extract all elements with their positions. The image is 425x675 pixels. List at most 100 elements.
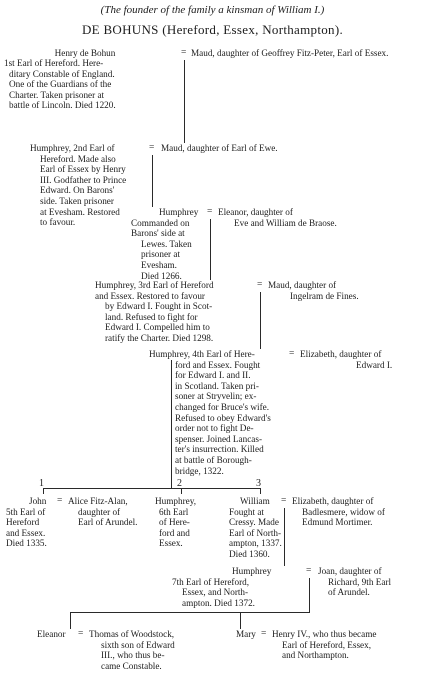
text-line: ter's insurrection. Killed xyxy=(175,444,264,455)
mary-entry: Mary xyxy=(236,629,256,639)
text-line: Lewes. Taken xyxy=(141,238,192,249)
marriage-sign: = xyxy=(289,349,295,359)
text-line: ford and xyxy=(159,527,190,538)
text-line: Humphrey, 2nd Earl of xyxy=(30,143,115,153)
descent-line xyxy=(260,292,261,349)
text-line: Commanded on xyxy=(131,217,190,228)
text-line: Hereford. Made also xyxy=(40,153,116,164)
text-line: Hereford xyxy=(6,517,40,528)
text-line: Evesham. xyxy=(141,259,177,270)
text-line: Charter. Taken prisoner at xyxy=(9,89,105,100)
john-5th-earl-entry: John 5th Earl of Hereford and Essex. Die… xyxy=(6,496,47,549)
page-title: DE BOHUNS (Hereford, Essex, Northampton)… xyxy=(81,22,344,37)
descent-line xyxy=(152,155,153,207)
text-line: Henry IV., who thus became xyxy=(272,629,377,639)
text-line: Humphrey, 4th Earl of Here- xyxy=(149,349,255,359)
text-line: Maud, daughter of xyxy=(268,280,337,290)
henry-de-bohun-entry: Henry de Bohun xyxy=(0,48,170,59)
text-line: at Evesham. Restored xyxy=(40,206,120,217)
text-line: 1st Earl of Hereford. Here- xyxy=(4,58,104,68)
text-line: ford and Essex. Fought xyxy=(175,359,261,370)
text-line: at battle of Borough- xyxy=(175,454,252,465)
text-line: Essex. xyxy=(159,538,183,549)
maud-de-fines-entry: Maud, daughter of Ingelram de Fines. xyxy=(268,280,359,301)
text-line: Died 1266. xyxy=(141,270,182,281)
text-line: Fought at xyxy=(229,506,264,517)
text-line: Barons' side at xyxy=(131,228,185,239)
text-line: Thomas of Woodstock, xyxy=(89,629,175,639)
text-line: 6th Earl xyxy=(159,506,189,517)
text-line: 5th Earl of xyxy=(6,506,46,517)
text-line: Humphrey, 3rd Earl of Hereford xyxy=(95,280,214,290)
text-line: Badlesmere, widow of xyxy=(302,506,385,517)
child-number: 3 xyxy=(256,478,261,489)
eleanor-de-braose-entry: Eleanor, daughter of Eve and William de … xyxy=(218,207,337,228)
text-line: for Edward I. and II. xyxy=(175,370,251,381)
child-number: 2 xyxy=(177,478,182,489)
marriage-sign: = xyxy=(306,566,312,576)
children-bar xyxy=(43,488,260,489)
text-line: Elizabeth, daughter of xyxy=(292,496,374,506)
text-line: changed for Bruce's wife. xyxy=(175,401,270,412)
text-line: Earl of Arundel. xyxy=(78,517,138,528)
text-line: Earl of North- xyxy=(229,527,282,538)
text-line: by Edward I. Fought in Scot- xyxy=(105,301,213,312)
marriage-sign: = xyxy=(261,629,267,639)
text-line: Edward I. xyxy=(356,359,393,370)
text-line: ampton. Died 1372. xyxy=(182,597,255,608)
henry-de-bohun-details: 1st Earl of Hereford. Here- ditary Const… xyxy=(4,58,116,111)
maud-of-ewe-entry: Maud, daughter of Earl of Ewe. xyxy=(161,143,278,154)
text-line: III. Godfather to Prince xyxy=(40,174,127,185)
marriage-sign: = xyxy=(207,207,213,217)
maud-fitz-peter-entry: Maud, daughter of Geoffrey Fitz-Peter, E… xyxy=(191,48,388,59)
child-number: 1 xyxy=(39,478,44,489)
text-line: in Scotland. Taken pri- xyxy=(175,380,259,391)
header-note: (The founder of the family a kinsman of … xyxy=(100,4,325,16)
text-line: and Essex. xyxy=(6,527,46,538)
marriage-sign: = xyxy=(181,48,187,58)
text-line: Eleanor, daughter of xyxy=(218,207,293,217)
child-drop-line xyxy=(181,488,182,494)
text-line: Humphrey xyxy=(159,207,199,217)
text-line: of Here- xyxy=(159,517,190,528)
text-line: Edmund Mortimer. xyxy=(302,517,373,528)
text-line: to favour. xyxy=(40,217,76,228)
text-line: Died 1335. xyxy=(6,538,47,549)
text-line: Edward. On Barons' xyxy=(40,185,115,196)
text-line: soner at Stryvelin; ex- xyxy=(175,391,257,402)
text-line: Maud, daughter of Geoffrey Fitz-Peter, E… xyxy=(191,48,389,58)
text-line: land. Refused to fight for xyxy=(105,311,198,322)
descent-line xyxy=(210,219,211,280)
text-line: Richard, 9th Earl xyxy=(328,576,392,587)
alice-fitz-alan-entry: Alice Fitz-Alan, daughter of Earl of Aru… xyxy=(68,496,137,528)
marriage-sign: = xyxy=(257,280,263,290)
text-line: III., who thus be- xyxy=(101,650,165,661)
descent-line xyxy=(309,578,310,612)
daughters-bar xyxy=(70,612,310,613)
text-line: Eve and William de Braose. xyxy=(234,217,337,228)
text-line: Ingelram de Fines. xyxy=(290,290,359,301)
elizabeth-daughter-of-edward-entry: Elizabeth, daughter of Edward I. xyxy=(300,349,392,370)
descent-line xyxy=(284,508,285,566)
text-line: Alice Fitz-Alan, xyxy=(68,496,128,506)
child-drop-line xyxy=(260,488,261,494)
text-line: order not to fight De- xyxy=(175,423,254,434)
text-line: sixth son of Edward xyxy=(101,639,175,650)
text-line: Humphrey xyxy=(232,566,272,576)
text-line: Cressy. Made xyxy=(229,517,279,528)
marriage-sign: = xyxy=(149,143,155,153)
thomas-of-woodstock-entry: Thomas of Woodstock, sixth son of Edward… xyxy=(89,629,175,671)
text-line: side. Taken prisoner xyxy=(40,195,114,206)
text-line: ampton, 1337. xyxy=(229,538,282,549)
text-line: Joan, daughter of xyxy=(318,566,382,576)
humphrey-3rd-earl-entry: Humphrey, 3rd Earl of Hereford and Essex… xyxy=(95,280,214,344)
text-line: prisoner at xyxy=(141,249,181,260)
marriage-sign: = xyxy=(78,629,84,639)
text-line: William xyxy=(240,496,270,506)
humphrey-4th-earl-entry: Humphrey, 4th Earl of Here- ford and Ess… xyxy=(149,349,271,476)
marriage-sign: = xyxy=(281,496,287,506)
text-line: Essex, and North- xyxy=(182,587,249,598)
text-line: and Essex. Restored to favour xyxy=(95,290,205,301)
text-line: Henry de Bohun xyxy=(54,48,116,58)
text-line: bridge, 1322. xyxy=(175,465,224,476)
